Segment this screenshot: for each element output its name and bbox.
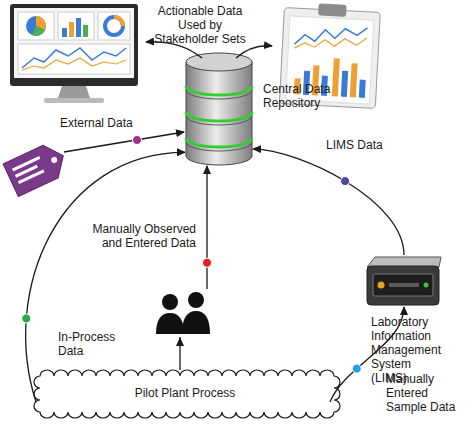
edge-label: Manually Entered Sample Data xyxy=(386,372,458,414)
data-tag xyxy=(3,139,71,196)
database-cylinder xyxy=(186,86,252,95)
computer-monitor xyxy=(69,22,74,37)
data-flow-connector xyxy=(26,152,185,402)
data-tag xyxy=(12,156,40,171)
computer-monitor xyxy=(32,26,45,36)
database-cylinder xyxy=(186,53,252,71)
lims-device xyxy=(373,274,433,296)
report-clipboard xyxy=(359,80,366,98)
lims-device xyxy=(424,283,429,288)
people-icon xyxy=(156,313,184,334)
people-icon xyxy=(188,292,204,308)
computer-monitor xyxy=(98,12,130,40)
lims-device xyxy=(365,255,443,307)
data-dot xyxy=(341,177,350,186)
computer-monitor xyxy=(10,4,138,103)
computer-monitor xyxy=(14,8,134,78)
edge-label: External Data xyxy=(60,116,150,130)
node-label: Central Data Repository xyxy=(263,82,349,110)
data-tag xyxy=(50,156,58,164)
computer-monitor xyxy=(18,44,130,74)
data-repository: Central Data Repository xyxy=(185,52,253,166)
data-dot xyxy=(22,314,31,323)
data-tag xyxy=(18,170,45,185)
pilot-plant-process: Pilot Plant Process xyxy=(28,362,342,424)
database-cylinder xyxy=(186,112,252,121)
external-data-line xyxy=(64,132,184,152)
data-flow-connector xyxy=(180,166,207,370)
computer-monitor xyxy=(114,17,123,26)
computer-monitor xyxy=(58,86,90,98)
database-cylinder xyxy=(186,116,252,125)
lims-device xyxy=(389,283,419,287)
database-cylinder xyxy=(186,142,252,151)
people-icon xyxy=(182,311,210,334)
people-icon xyxy=(156,292,210,334)
computer-monitor xyxy=(22,58,126,70)
computer-monitor xyxy=(26,16,46,36)
data-tag xyxy=(3,139,71,196)
database-cylinder xyxy=(186,62,252,165)
report-clipboard xyxy=(350,63,358,97)
report-clipboard xyxy=(332,58,340,96)
report-clipboard xyxy=(341,71,348,97)
node-label: Pilot Plant Process xyxy=(28,386,342,400)
computer-monitor xyxy=(44,98,104,103)
data-dot xyxy=(133,136,142,145)
data-dot xyxy=(352,364,361,373)
output-caption: Actionable Data Used by Stakeholder Sets xyxy=(150,4,250,46)
edge-label: LIMS Data xyxy=(326,138,406,152)
database-cylinder xyxy=(185,52,253,166)
data-dot xyxy=(203,258,212,267)
report-clipboard xyxy=(318,3,347,16)
lims-device xyxy=(367,266,439,305)
people-icon xyxy=(162,294,178,310)
arrow-head xyxy=(176,337,184,346)
computer-monitor xyxy=(22,48,126,68)
computer-monitor xyxy=(10,4,138,86)
computer-monitor xyxy=(62,28,67,37)
computer-monitor xyxy=(18,12,54,40)
computer-monitor xyxy=(58,12,94,40)
computer-monitor xyxy=(105,17,123,35)
data-flow-connector xyxy=(253,149,404,255)
computer-monitor xyxy=(76,18,81,37)
computer-monitor xyxy=(83,25,88,37)
lims-system: Laboratory Information Management System… xyxy=(365,255,443,307)
lims-device xyxy=(378,282,385,289)
database-cylinder xyxy=(186,90,252,99)
edge-label: Manually Observed and Entered Data xyxy=(84,222,196,250)
report-clipboard xyxy=(294,34,367,52)
edge-label: In-Process Data xyxy=(58,330,120,358)
database-cylinder xyxy=(186,138,252,147)
